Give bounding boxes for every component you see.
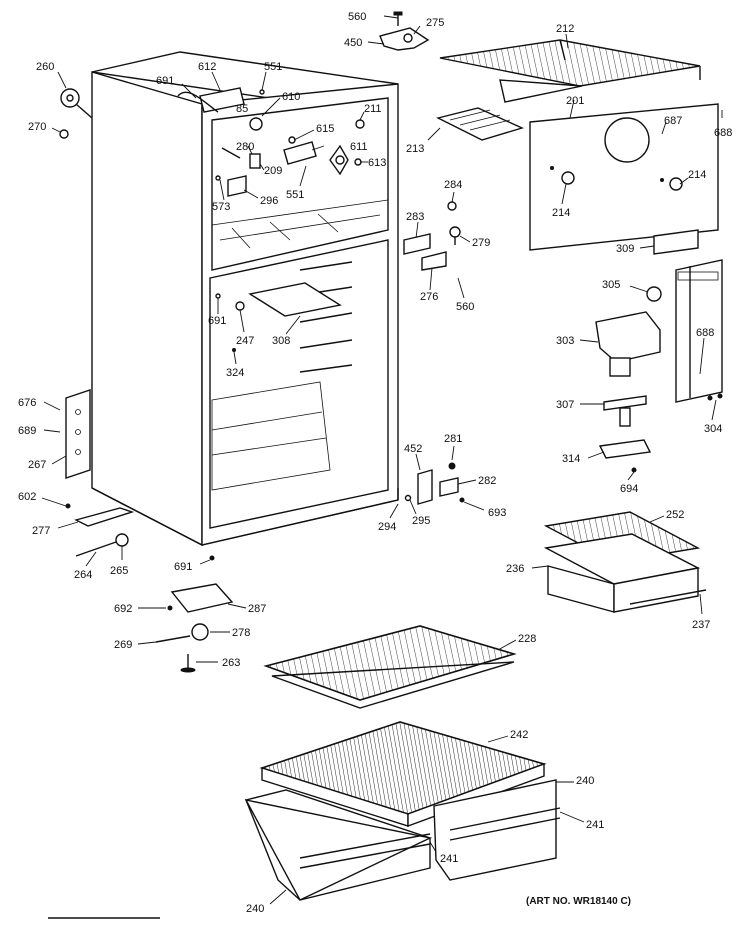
label-278: 278 [232, 627, 250, 639]
label-209: 209 [264, 165, 282, 177]
label-687: 687 [664, 115, 682, 127]
shelf-228 [263, 625, 517, 709]
label-237: 237 [692, 619, 710, 631]
label-602: 602 [18, 491, 36, 503]
label-282: 282 [478, 475, 496, 487]
label-275: 275 [426, 17, 444, 29]
label-201: 201 [566, 95, 584, 107]
label-294: 294 [378, 521, 396, 533]
label-263: 263 [222, 657, 240, 669]
light-socket-314 [598, 439, 652, 473]
label-309: 309 [616, 243, 634, 255]
screw-560 [393, 11, 403, 26]
label-270: 270 [28, 121, 46, 133]
hardware-602-277 [65, 503, 215, 561]
freezer-shelf-212 [439, 39, 701, 103]
label-281: 281 [444, 433, 462, 445]
label-691: 691 [208, 315, 226, 327]
label-688: 688 [696, 327, 714, 339]
bracket-307 [603, 395, 647, 427]
knob-305 [646, 286, 662, 302]
label-277: 277 [32, 525, 50, 537]
label-676: 676 [18, 397, 36, 409]
shelf-252-236-237 [543, 511, 707, 613]
top-hinge-275 [379, 27, 430, 51]
label-694: 694 [620, 483, 638, 495]
label-303: 303 [556, 335, 574, 347]
refrigerator-cabinet [65, 51, 399, 547]
leveling-assembly-287 [155, 583, 234, 673]
label-295: 295 [412, 515, 430, 527]
label-314: 314 [562, 453, 580, 465]
label-236: 236 [506, 563, 524, 575]
thermostat-279 [447, 201, 461, 245]
label-265: 265 [110, 565, 128, 577]
label-551: 551 [264, 61, 282, 73]
label-324: 324 [226, 367, 244, 379]
label-241: 241 [440, 853, 458, 865]
label-560: 560 [456, 301, 474, 313]
label-613: 613 [368, 157, 386, 169]
label-693: 693 [488, 507, 506, 519]
label-452: 452 [404, 443, 422, 455]
label-214: 214 [552, 207, 570, 219]
label-276: 276 [420, 291, 438, 303]
label-305: 305 [602, 279, 620, 291]
art-number: (ART NO. WR18140 C) [526, 896, 631, 907]
label-612: 612 [198, 61, 216, 73]
label-240: 240 [246, 903, 264, 915]
leader-lines [41, 15, 723, 905]
label-691: 691 [174, 561, 192, 573]
label-240: 240 [576, 775, 594, 787]
label-269: 269 [114, 639, 132, 651]
label-214: 214 [688, 169, 706, 181]
label-692: 692 [114, 603, 132, 615]
label-241: 241 [586, 819, 604, 831]
label-450: 450 [344, 37, 362, 49]
fresh-food-control-housing-304 [675, 259, 723, 403]
label-615: 615 [316, 123, 334, 135]
label-551: 551 [286, 189, 304, 201]
label-242: 242 [510, 729, 528, 741]
label-247: 247 [236, 335, 254, 347]
hinge-452 [404, 462, 465, 505]
damper-283 [403, 233, 431, 255]
label-689: 689 [18, 425, 36, 437]
label-284: 284 [444, 179, 462, 191]
label-304: 304 [704, 423, 722, 435]
label-85: 85 [236, 103, 248, 115]
label-573: 573 [212, 201, 230, 213]
label-228: 228 [518, 633, 536, 645]
label-287: 287 [248, 603, 266, 615]
wheel-260 [59, 88, 93, 139]
label-610: 610 [282, 91, 300, 103]
control-assembly-612 [177, 87, 365, 197]
label-260: 260 [36, 61, 54, 73]
duct-303 [595, 311, 661, 377]
label-279: 279 [472, 237, 490, 249]
label-264: 264 [74, 569, 92, 581]
label-611: 611 [350, 141, 368, 153]
evaporator-cover-201 [529, 103, 719, 251]
label-213: 213 [406, 143, 424, 155]
label-560: 560 [348, 11, 366, 23]
bracket-276 [421, 251, 447, 271]
label-283: 283 [406, 211, 424, 223]
label-691: 691 [156, 75, 174, 87]
crisper-drawer-240b [433, 779, 561, 881]
label-308: 308 [272, 335, 290, 347]
label-252: 252 [666, 509, 684, 521]
label-211: 211 [364, 103, 382, 115]
label-688: 688 [714, 127, 732, 139]
crisper-drawer-240 [244, 789, 433, 901]
label-307: 307 [556, 399, 574, 411]
label-280: 280 [236, 141, 254, 153]
label-267: 267 [28, 459, 46, 471]
label-296: 296 [260, 195, 278, 207]
part-labels: 560 275 450 212 260 270 691 612 551 610 … [18, 11, 732, 915]
label-212: 212 [556, 23, 574, 35]
ice-tray-213 [435, 107, 524, 141]
label-309 [653, 229, 699, 255]
